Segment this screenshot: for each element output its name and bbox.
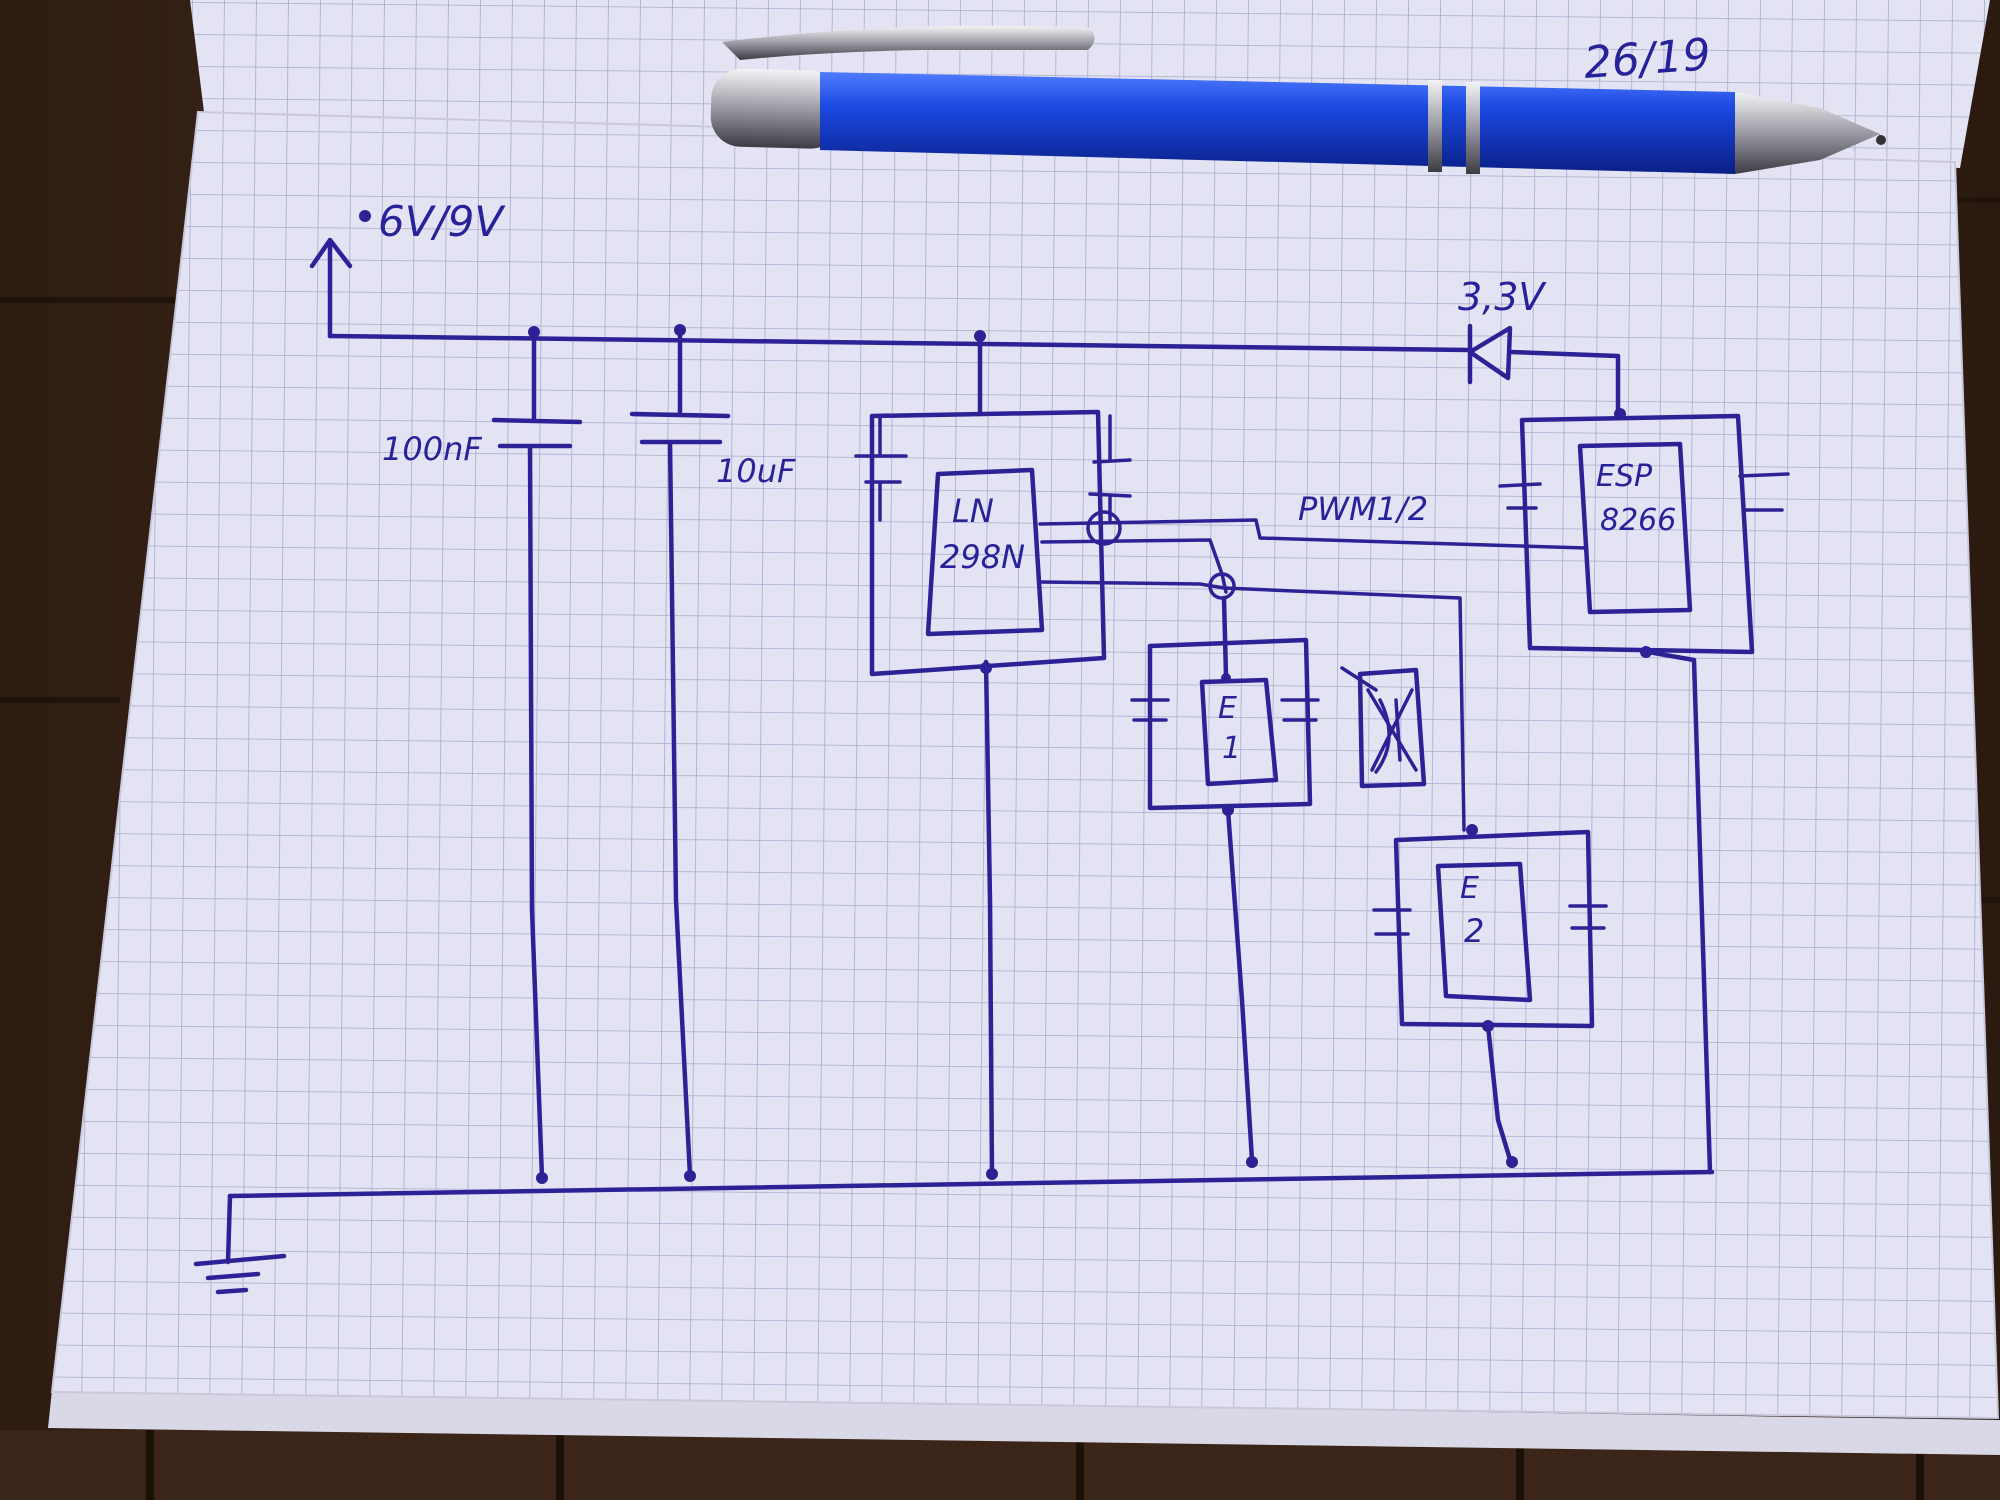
capacitor-100nf	[491, 329, 583, 1181]
pwm-signal-label: PWM1/2	[1298, 490, 1428, 528]
notebook-page-stack	[48, 1390, 2000, 1455]
capacitor-10uf-label: 10uF	[716, 452, 796, 490]
motor-1-block	[1130, 595, 1320, 1168]
circuit-schematic: 6V/9V 3,3V 100nF 10uF	[193, 197, 1790, 1295]
supply-arrow-icon	[309, 237, 353, 339]
motor-2-block	[1372, 824, 1608, 1169]
driver-block	[854, 333, 1132, 1179]
mcu-chip-line2: 8266	[1600, 503, 1676, 538]
capacitor-10uf	[629, 327, 731, 1179]
motor-1-line1: E	[1218, 691, 1237, 726]
scribbled-component	[1340, 666, 1427, 789]
ground-icon	[193, 1193, 287, 1295]
notebook-page	[50, 110, 2000, 1420]
ground-rail	[227, 1169, 1715, 1199]
pwm-signal-wire	[1038, 518, 1588, 550]
diode-voltage-label: 3,3V	[1458, 275, 1547, 319]
driver-chip-line1: LN	[952, 492, 994, 530]
ballpoint-pen	[710, 25, 1886, 174]
driver-chip-line2: 298N	[940, 538, 1025, 576]
capacitor-100nf-label: 100nF	[382, 430, 482, 468]
supply-rail	[327, 333, 1473, 353]
motor-2-line1: E	[1460, 871, 1479, 906]
diode-symbol	[1467, 323, 1621, 415]
supply-voltage-label: 6V/9V	[378, 197, 506, 246]
motor-1-line2: 1	[1222, 731, 1241, 766]
mcu-chip-line1: ESP	[1596, 459, 1653, 494]
mcu-block	[1498, 408, 1790, 1175]
page-date-note: 26/19	[1582, 29, 1712, 89]
motor-2-line2: 2	[1464, 912, 1484, 950]
